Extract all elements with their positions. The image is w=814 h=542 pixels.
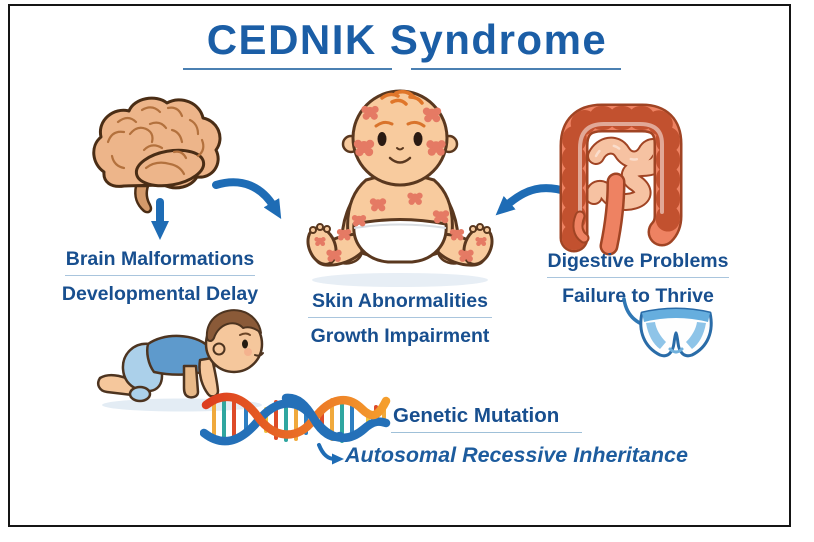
intestines-icon — [559, 103, 683, 256]
feature-brain: Brain Malformations Developmental Delay — [38, 248, 282, 306]
page-title: CEDNIK Syndrome — [206, 16, 608, 63]
feature-digestive-underline — [547, 277, 729, 278]
feature-skin-underline — [308, 317, 492, 318]
diaper-icon — [622, 297, 713, 358]
feature-brain-sublabel: Developmental Delay — [61, 283, 259, 305]
baby-with-rash-icon — [306, 89, 494, 287]
genetic-mutation-underline — [391, 432, 582, 433]
feature-digestive: Digestive Problems Failure to Thrive — [526, 250, 750, 308]
feature-skin-label: Skin Abnormalities — [312, 290, 488, 312]
feature-brain-underline — [65, 275, 255, 276]
brain-icon — [92, 96, 222, 214]
genetic-mutation-label: Genetic Mutation — [393, 404, 560, 427]
arrow-down-icon — [151, 198, 169, 240]
autosomal-recessive-label: Autosomal Recessive Inheritance — [345, 443, 688, 467]
feature-skin: Skin Abnormalities Growth Impairment — [288, 290, 512, 348]
title-underline — [183, 68, 392, 70]
feature-digestive-sublabel: Failure to Thrive — [562, 285, 714, 307]
title-underline — [411, 68, 621, 70]
feature-brain-label: Brain Malformations — [65, 248, 255, 270]
dna-helix-icon — [200, 392, 391, 446]
feature-digestive-label: Digestive Problems — [547, 250, 729, 272]
arrow-curved-right-icon — [212, 178, 282, 220]
feature-skin-sublabel: Growth Impairment — [310, 325, 490, 347]
arrow-swoosh-icon — [317, 443, 344, 465]
